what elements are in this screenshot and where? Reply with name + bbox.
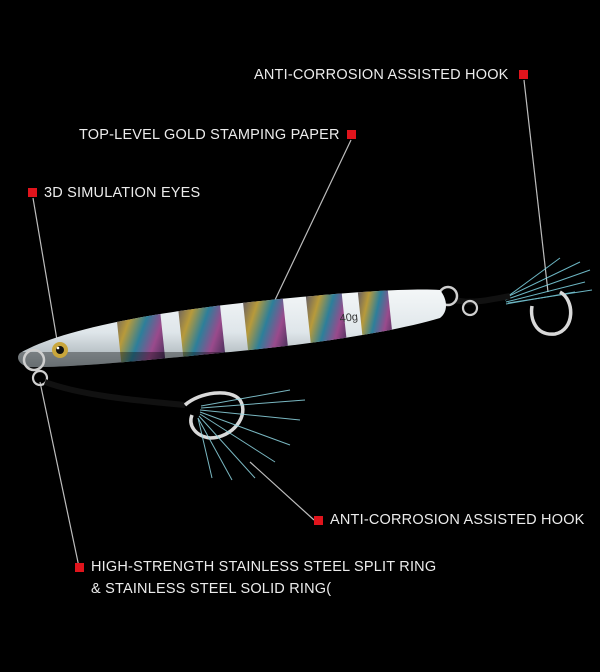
- red-square-marker: [75, 563, 84, 572]
- label-simulation-eyes: 3D SIMULATION EYES: [44, 185, 201, 201]
- label-split-ring-line1: HIGH-STRENGTH STAINLESS STEEL SPLIT RING: [91, 559, 437, 575]
- label-gold-stamping-paper: TOP-LEVEL GOLD STAMPING PAPER: [79, 127, 340, 143]
- red-square-marker: [519, 70, 528, 79]
- top-flash-skirt: [504, 257, 593, 305]
- label-bottom-hook: ANTI-CORROSION ASSISTED HOOK: [330, 512, 585, 528]
- bottom-hook-icon: [183, 391, 245, 440]
- lure-weight-mark: 40g: [339, 311, 359, 325]
- top-hook-icon: [454, 290, 573, 336]
- red-square-marker: [347, 130, 356, 139]
- bottom-flash-skirt: [197, 389, 306, 481]
- leader-lines: [32, 79, 549, 568]
- split-ring-bottom: [22, 348, 46, 372]
- red-square-marker: [314, 516, 323, 525]
- label-split-ring-line2: & STAINLESS STEEL SOLID RING(: [91, 581, 332, 597]
- red-square-marker: [28, 188, 37, 197]
- label-top-hook: ANTI-CORROSION ASSISTED HOOK: [254, 67, 509, 83]
- fishing-jig-lure: [18, 289, 446, 368]
